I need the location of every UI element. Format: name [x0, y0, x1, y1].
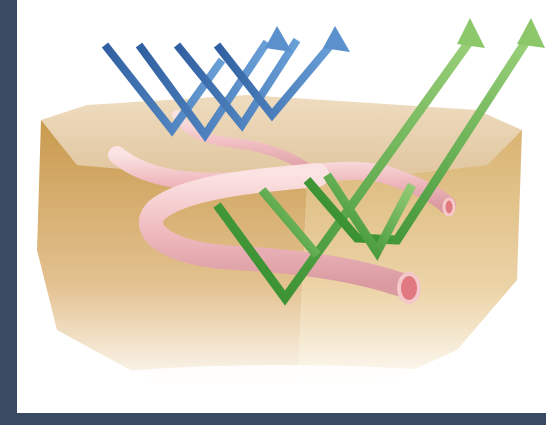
skin-tissue-illustration	[17, 0, 546, 413]
illustration-panel	[17, 0, 546, 413]
